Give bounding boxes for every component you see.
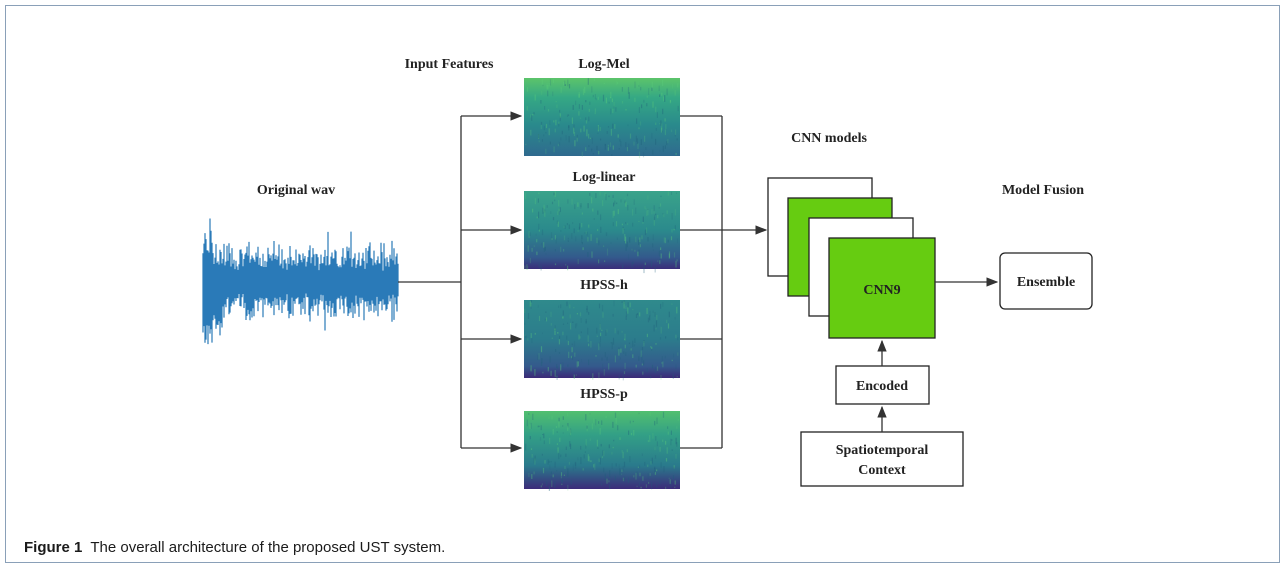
spectrogram-log-mel: Log-Mel bbox=[524, 57, 680, 159]
feature-merge-connectors bbox=[680, 115, 768, 449]
figure-frame: Input Features Original wav CNN models M… bbox=[5, 5, 1280, 563]
input-features-label: Input Features bbox=[405, 57, 494, 72]
spectrogram-hpss-h: HPSS-h bbox=[524, 278, 680, 381]
feature-label-log-linear: Log-linear bbox=[573, 170, 636, 185]
cnn9-block bbox=[828, 237, 936, 339]
cnn-models-label: CNN models bbox=[791, 131, 867, 146]
spatiotemporal-context-box bbox=[800, 431, 964, 487]
feature-label-hpss-p: HPSS-p bbox=[580, 387, 628, 402]
model-fusion-label: Model Fusion bbox=[1002, 183, 1084, 198]
figure-number: Figure 1 bbox=[24, 539, 83, 556]
figure-caption: Figure 1 The overall architecture of the … bbox=[24, 539, 445, 556]
input-split-connectors bbox=[398, 111, 523, 453]
caption-text: The overall architecture of the proposed… bbox=[90, 539, 446, 556]
waveform bbox=[202, 218, 399, 345]
spectrogram-log-linear: Log-linear bbox=[524, 170, 680, 274]
cnn9-label: CNN9 bbox=[863, 283, 900, 298]
feature-label-log-mel: Log-Mel bbox=[578, 57, 629, 72]
feature-label-hpss-h: HPSS-h bbox=[580, 278, 628, 293]
architecture-diagram: Input Features Original wav CNN models M… bbox=[202, 57, 1093, 491]
encoded-box bbox=[835, 365, 930, 405]
cnn-model-stack: CNN9 bbox=[767, 177, 936, 339]
ensemble-box bbox=[999, 252, 1093, 310]
ensemble-label: Ensemble bbox=[1017, 275, 1075, 290]
spatiotemporal-label-line2: Context bbox=[858, 463, 906, 478]
spectrogram-hpss-p: HPSS-p bbox=[524, 387, 680, 491]
spatiotemporal-label-line1: Spatiotemporal bbox=[836, 443, 929, 458]
encoded-label: Encoded bbox=[856, 379, 908, 394]
original-wav-label: Original wav bbox=[257, 183, 335, 198]
